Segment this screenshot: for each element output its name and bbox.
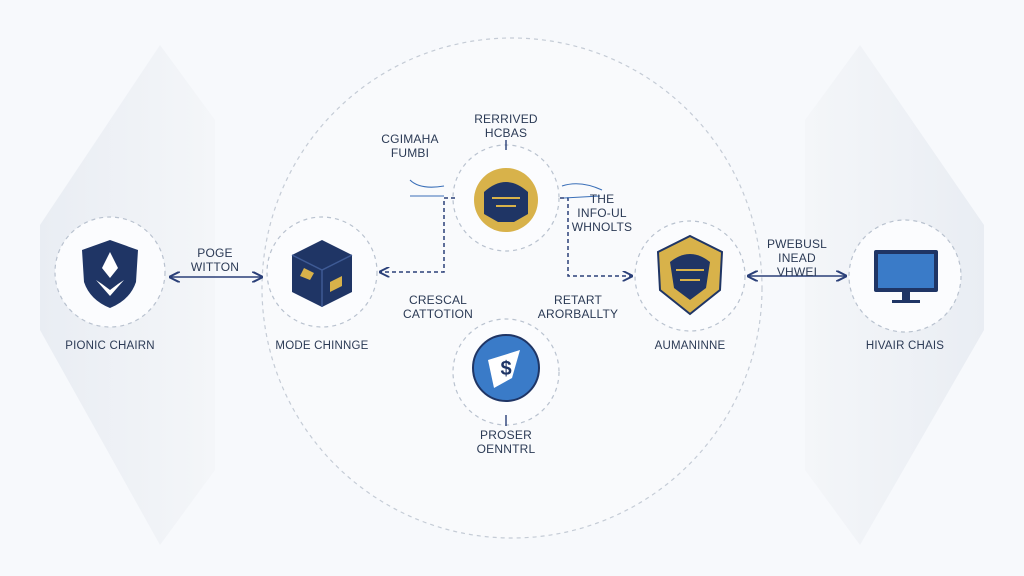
link-label-mid-left-line2: CATTOTION <box>402 307 474 321</box>
node-label-bottom-line2: OENNTRL <box>476 442 536 456</box>
link-label-top-right-line1: THE <box>589 192 615 206</box>
link-label-top-right-line2: INFO-UL <box>577 206 627 220</box>
node-label-alumanine: AUMANINNE <box>654 340 726 352</box>
node-label-top-line2: HCBAS <box>484 126 528 140</box>
link-label-left-line1: POGE <box>197 246 233 260</box>
node-label-bottom-line1: PROSER <box>480 428 532 442</box>
link-label-left-line2: WITTON <box>190 260 240 274</box>
badge-icon: $ <box>472 334 540 402</box>
link-label-mid-right-line1: RETART <box>553 293 603 307</box>
node-label-top-line1: RERRIVED <box>474 112 538 126</box>
link-label-right-line3: VHWEI <box>776 265 818 279</box>
cube-icon <box>291 240 353 307</box>
link-label-mid-left-line1: CRESCAL <box>408 293 468 307</box>
link-label-right-line2: INEAD <box>778 251 816 265</box>
hook-top-right <box>561 183 603 199</box>
link-label-top-left-line2: FUMBI <box>390 146 430 160</box>
link-label-top-left-line1: CGIMAHA <box>381 132 439 146</box>
svg-text:$: $ <box>500 358 511 380</box>
link-label-right-line1: PWEBUSL <box>766 237 828 251</box>
helmet-icon <box>474 168 538 232</box>
monitor-icon <box>874 250 938 303</box>
node-label-left-chain: PIONIC CHAIRN <box>65 340 155 352</box>
link-label-top-right-line3: WHNOLTS <box>571 220 633 234</box>
crest-icon <box>656 234 724 316</box>
outer-dashed-circle <box>261 37 763 539</box>
link-label-mid-right-line2: ARORBALLTY <box>537 307 619 321</box>
shield-icon <box>82 240 138 308</box>
node-label-hivair: HIVAIR CHAIS <box>865 340 945 352</box>
node-label-mode-change: MODE CHINNGE <box>275 340 369 352</box>
hook-top-left <box>409 179 445 197</box>
